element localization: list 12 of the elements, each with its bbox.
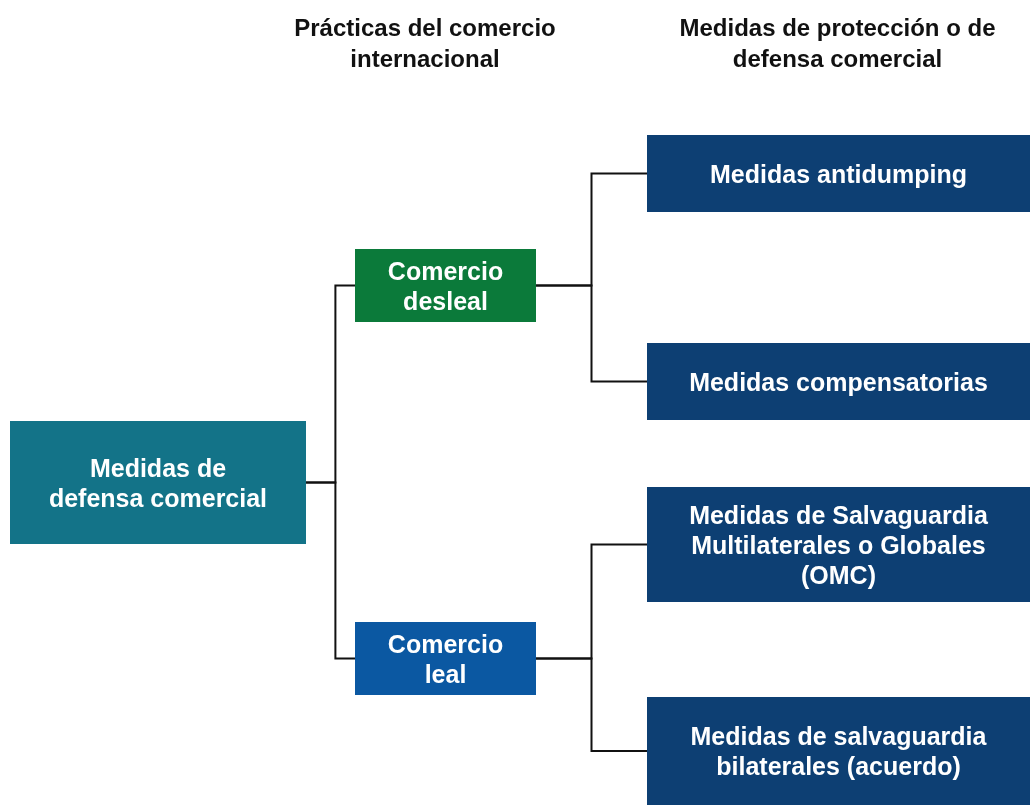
column-heading: Prácticas del comercio internacional: [293, 13, 557, 75]
column-heading: Medidas de protección o de defensa comercial: [678, 13, 997, 75]
connector-line: [305, 481, 356, 660]
connector-line: [535, 657, 648, 752]
category-box: Medidas compensatorias: [647, 343, 1030, 420]
category-box: Medidas de salvaguardia bilaterales (acuerdo): [647, 697, 1030, 805]
category-box: Comercio desleal: [355, 249, 536, 322]
connector-line: [535, 284, 648, 383]
category-box: Medidas antidumping: [647, 135, 1030, 212]
category-box: Medidas de Salvaguardia Multilaterales o Globales (OMC): [647, 487, 1030, 602]
category-box: Medidas de defensa comercial: [10, 421, 306, 544]
category-box: Comercio leal: [355, 622, 536, 695]
